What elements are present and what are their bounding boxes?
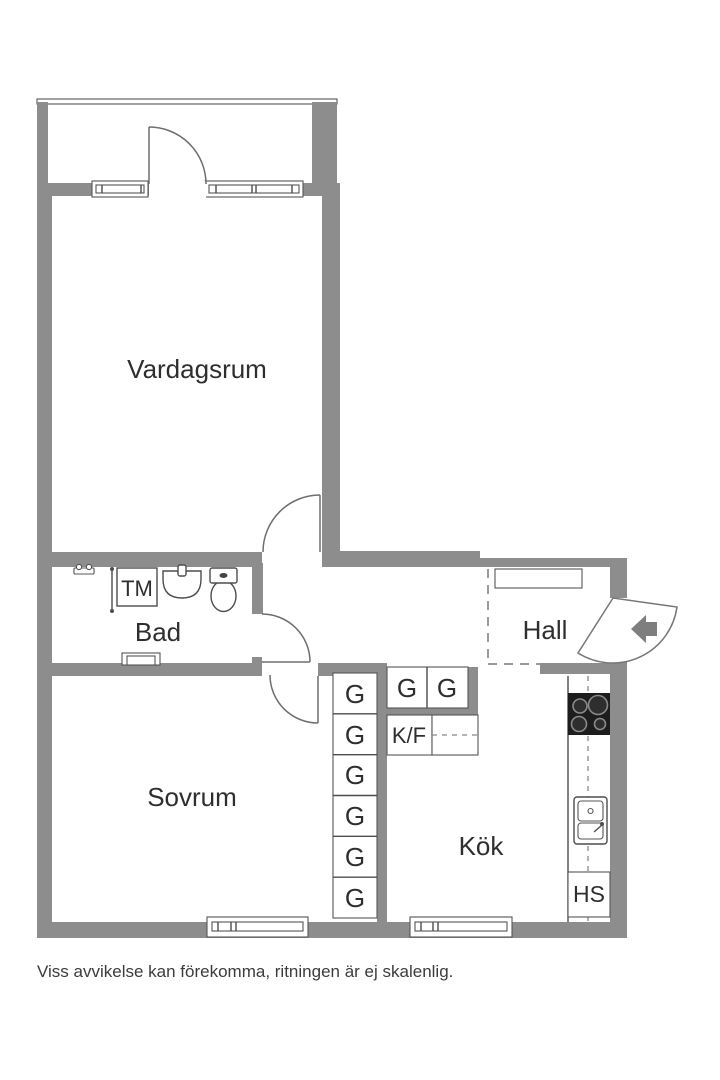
balcony-right-wall [312,102,337,185]
room-label-bedroom: Sovrum [147,782,237,812]
kitchen-wardrobes: G G [386,666,469,709]
balcony-railing [36,98,338,105]
kitchen: G G K/F [386,666,611,922]
walls [37,183,627,938]
shower-mixer-icon [73,563,95,575]
stove-icon [568,693,610,735]
fridge-freezer-label: K/F [392,723,426,748]
hall: Hall [487,568,583,665]
entrance-door-swing [576,597,678,664]
toilet-icon [209,567,238,613]
hall-closet [494,568,583,589]
wardrobe-label: G [397,673,417,703]
living-room-door [262,494,321,553]
room-label-kitchen: Kök [459,831,505,861]
tall-cabinet: HS [567,871,611,918]
door-swing-arc [269,674,319,724]
bathroom: TM Bad [73,563,238,666]
radiator-icon [121,652,161,666]
living-room-right-wall [322,183,340,567]
living-room-window-left [91,180,149,198]
kitchen-sink-icon [573,796,608,845]
washing-machine-label: TM [121,576,153,601]
wardrobe-label: G [345,760,365,790]
wardrobe-label: G [345,883,365,913]
left-outer-wall [37,183,52,938]
tall-cabinet-label: HS [573,881,605,907]
kitchen-window [409,916,513,938]
hall-south-wall [540,663,610,674]
door-swing-arc [262,494,321,553]
wardrobe-kitchen-wall [377,663,387,922]
doors [148,126,678,724]
bedroom-north-wall [37,663,262,676]
bedroom-door [269,674,319,724]
kitchen-cabinet-strip [387,708,478,715]
door-swing-arc [261,613,311,663]
kitchen-cabinet-side-wall [468,667,478,708]
room-label-bathroom: Bad [135,617,181,647]
wardrobe-column: G G G G G G [332,672,378,919]
right-outer-wall-bottom [610,660,627,938]
balcony-left-wall [37,102,48,185]
balcony-door-opening [149,181,206,198]
windows [91,180,513,938]
hall-north-wall-a [340,551,480,567]
door-swing-arc [148,126,207,185]
bathroom-door [261,613,311,663]
entrance-arrow-icon [631,615,657,643]
bathroom-wall-stub [252,657,262,664]
bottom-outer-wall [37,922,627,938]
disclaimer-text: Viss avvikelse kan förekomma, ritningen … [37,962,453,981]
balcony-door [148,126,207,198]
wardrobe-label: G [345,720,365,750]
room-label-hall: Hall [523,615,568,645]
wardrobe-label: G [345,801,365,831]
entrance-door [576,597,678,664]
wardrobe-label: G [345,842,365,872]
wardrobe-label: G [345,679,365,709]
right-outer-wall-top [610,558,627,598]
living-room-window-right [204,180,304,198]
shower-screen [110,567,114,613]
room-label-living-room: Vardagsrum [127,354,267,384]
bedroom-window [206,916,309,938]
washing-machine: TM [116,567,158,607]
living-room-south-wall [52,552,262,567]
balcony [36,98,338,185]
fridge-freezer: K/F [386,714,479,756]
bathroom-sink-icon [162,564,202,599]
wardrobe-label: G [437,673,457,703]
hall-north-wall-b [480,558,627,567]
bathroom-right-wall [252,563,263,614]
